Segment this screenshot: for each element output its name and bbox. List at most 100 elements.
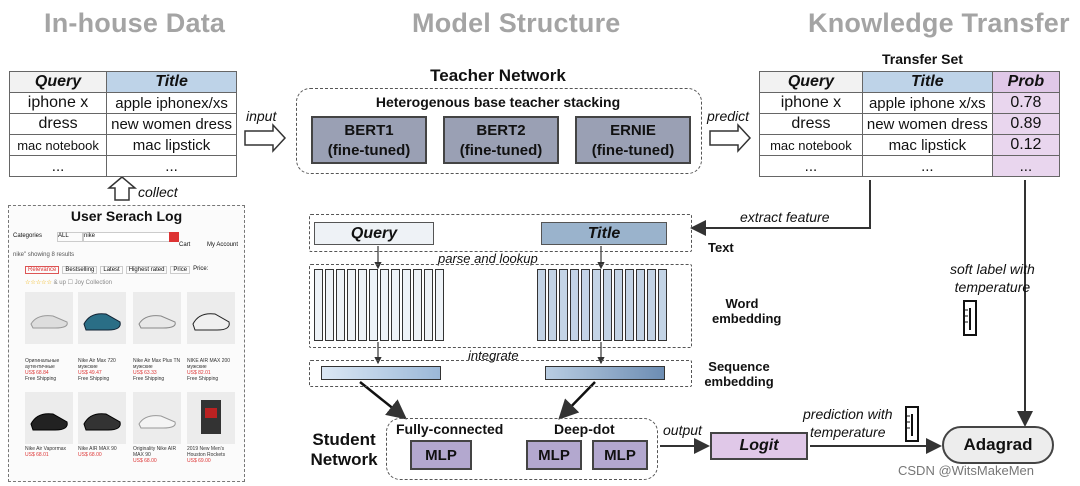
logit-box: Logit [710, 432, 808, 460]
input-label: input [246, 108, 277, 124]
thermometer-icon [905, 406, 919, 442]
embedding-vector [559, 269, 568, 341]
extract-feature-arrow [690, 180, 871, 236]
user-search-log: User Serach Log Categories ALL nike Cart… [8, 205, 245, 482]
search-input[interactable]: nike [83, 232, 171, 242]
tab-bestselling[interactable]: Bestselling [62, 266, 98, 274]
column-header-query: Query [759, 71, 863, 93]
collect-label: collect [138, 184, 178, 200]
deep-dot-label: Deep-dot [554, 421, 615, 437]
search-icon[interactable] [169, 232, 179, 242]
embedding-vector [581, 269, 590, 341]
text-layer-label: Text [708, 240, 734, 255]
table-row: ...... [8, 155, 237, 177]
embedding-vector [603, 269, 612, 341]
tab-latest[interactable]: Latest [100, 266, 123, 274]
output-label: output [663, 422, 702, 438]
embedding-vector [658, 269, 667, 341]
title-sequence-embedding [545, 366, 665, 380]
product-image[interactable] [78, 392, 126, 444]
tab-highest-rated[interactable]: Highest rated [125, 266, 168, 274]
embedding-vector [358, 269, 367, 341]
embedding-vector [636, 269, 645, 341]
teacher-network-title: Teacher Network [430, 66, 566, 85]
results-count: nike" showing 8 results [13, 252, 75, 258]
embedding-vector [325, 269, 334, 341]
tab-relevance[interactable]: Relevance [25, 266, 60, 274]
product-image[interactable] [133, 392, 181, 444]
product-image[interactable] [133, 292, 181, 344]
thermometer-icon [963, 300, 977, 336]
teacher-network-box [296, 88, 702, 174]
bert1-teacher: BERT1(fine-tuned) [311, 116, 427, 164]
product-image[interactable] [78, 292, 126, 344]
column-header-query: Query [8, 71, 108, 93]
cart-link[interactable]: Cart [179, 242, 191, 248]
parse-lookup-label: parse and lookup [438, 251, 538, 266]
student-network-box [386, 418, 658, 480]
embedding-vector [380, 269, 389, 341]
model-structure-heading: Model Structure [412, 8, 621, 38]
mlp-deep-dot-1: MLP [526, 440, 582, 470]
product-image[interactable] [25, 392, 73, 444]
mlp-fully-connected: MLP [410, 440, 472, 470]
embedding-vector [614, 269, 623, 341]
column-header-title: Title [861, 71, 993, 93]
bert2-teacher: BERT2(fine-tuned) [443, 116, 559, 164]
product-image[interactable] [25, 292, 73, 344]
column-header-prob: Prob [991, 71, 1061, 93]
tab-price[interactable]: Price [170, 266, 191, 274]
embedding-vector [413, 269, 422, 341]
product-image[interactable] [187, 292, 235, 344]
transfer-set-title: Transfer Set [882, 51, 963, 67]
rating-filter[interactable]: ☆☆☆☆☆ & up ☐ Joy Collection [25, 280, 112, 286]
inhouse-data-heading: In-house Data [44, 8, 226, 38]
categories-label: Categories [13, 233, 43, 239]
category-select[interactable]: ALL [57, 232, 83, 242]
predict-label: predict [707, 108, 750, 124]
price-filter-label: Price: [193, 266, 209, 272]
embedding-vector [336, 269, 345, 341]
sequence-embedding-box [309, 360, 692, 387]
column-header-title: Title [106, 71, 237, 93]
watermark: CSDN @WitsMakeMen [898, 463, 1034, 478]
query-sequence-embedding [321, 366, 441, 380]
teacher-subtitle: Heterogenous base teacher stacking [375, 94, 621, 110]
search-log-title: User Serach Log [70, 208, 183, 224]
knowledge-transfer-heading: Knowledge Transfer [808, 8, 1070, 38]
adagrad-optimizer: Adagrad [942, 426, 1054, 464]
predict-arrow [709, 123, 752, 153]
embedding-vector [647, 269, 656, 341]
embedding-vector [625, 269, 634, 341]
word-embedding-box [309, 264, 692, 348]
product-image[interactable] [187, 392, 235, 444]
account-link[interactable]: My Account [207, 242, 239, 248]
embedding-vector [369, 269, 378, 341]
embedding-vector [537, 269, 546, 341]
collect-arrow [106, 176, 138, 201]
integrate-label: integrate [468, 348, 519, 363]
table-row: ......... [759, 155, 1061, 177]
embedding-vector [391, 269, 400, 341]
mlp-deep-dot-2: MLP [592, 440, 648, 470]
embedding-vector [435, 269, 444, 341]
